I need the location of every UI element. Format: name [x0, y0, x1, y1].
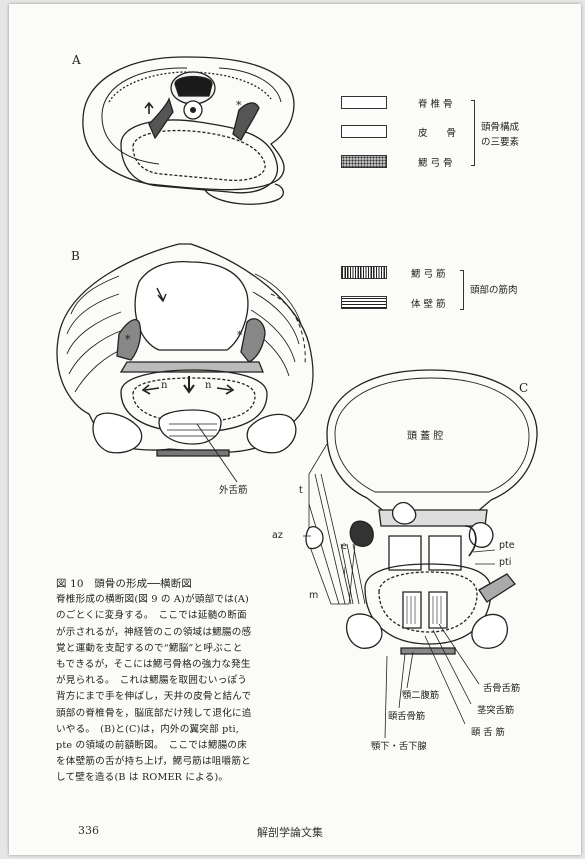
figure-a-gut-outer	[121, 120, 277, 193]
caption-line: のごとくに変身する。 ここでは延髄の断面	[56, 608, 314, 624]
caption-line: pte の領域の前額断図。 ここでは鰓腸の床	[56, 738, 314, 754]
figure-c-label-pte: pte	[499, 541, 515, 551]
legend-muscle-group: 頭部の筋肉	[470, 286, 518, 296]
caption-line: 背方にまで手を伸ばし，天井の皮骨と結んで	[56, 689, 314, 705]
figure-c-label-hyoglossus: 舌骨舌筋	[483, 684, 520, 693]
caption-title: 図 10 頭骨の形成──横断図	[56, 576, 314, 592]
figure-a-drawing	[83, 57, 294, 204]
figure-b-tongue	[159, 410, 221, 444]
figure-c-base-plate	[393, 503, 416, 524]
figure-a-arrow	[145, 103, 153, 114]
panel-label-c: C	[519, 382, 528, 394]
figure-a-star: *	[236, 100, 242, 111]
caption-line: 頭部の脊椎骨を，脳底部だけ残して退化に追	[56, 706, 314, 722]
figure-b-star-left: *	[125, 334, 131, 345]
figure-c-label-t: t	[299, 486, 303, 496]
legend-muscle-bracket	[460, 270, 464, 310]
figure-b-label-external-tongue: 外舌筋	[219, 486, 248, 496]
figure-b-jaw-left	[93, 413, 142, 453]
figure-c-pterygoid-left	[350, 521, 373, 546]
caption-line: いやる。 (B)と(C)は，内外の翼突部 pti,	[56, 722, 314, 738]
caption-line: 脊椎形成の横断図(図 9 の A)が頭部では(A)	[56, 592, 314, 608]
figure-b-arrow-left	[143, 385, 159, 394]
figure-b-arrow-right	[217, 385, 233, 394]
caption-line: もできるが，そこには鰓弓骨格の強力な発生	[56, 657, 314, 673]
figure-b-label-n-left: n	[161, 381, 167, 391]
figure-a-notochord-core	[191, 108, 196, 113]
legend-swatch-dermal	[341, 125, 387, 138]
legend-skeleton-group-line1: 頭骨構成	[481, 123, 519, 133]
figure-b-drawing	[57, 244, 313, 482]
legend-item-vertebral: 脊 椎 骨	[418, 100, 453, 110]
caption-line: して壁を造る(B は ROMER による)。	[56, 770, 314, 786]
book-page: A B C * 脊 椎 骨 皮 骨 鰓 弓 骨 頭骨構成 の三要素 鰓 弓 筋 …	[9, 4, 581, 855]
legend-swatch-body-wall	[341, 296, 387, 309]
legend-item-body-wall: 体 壁 筋	[411, 300, 446, 310]
figure-caption: 図 10 頭骨の形成──横断図 脊椎形成の横断図(図 9 の A)が頭部では(A…	[56, 576, 314, 787]
caption-line: が見られる。 これは鰓腸を取囲むいっぽう	[56, 673, 314, 689]
figure-c-label-e: e	[341, 542, 347, 552]
figure-b-jaw-right	[247, 414, 296, 452]
figure-c-label-genioglossus: 頤 舌 筋	[471, 728, 505, 737]
legend-skeleton-group-line2: の三要素	[481, 138, 519, 148]
figure-c-label-cranial-cavity: 頭 蓋 腔	[407, 432, 443, 442]
figure-c-label-i: i	[343, 568, 346, 578]
figure-c-label-digastric: 顎二腹筋	[402, 691, 439, 700]
figure-c-label-az: az	[272, 531, 283, 541]
figure-c-muscle-right	[479, 574, 515, 602]
figure-a-gut-inner	[133, 131, 265, 181]
figure-c-label-geniohyoid: 頤舌骨筋	[388, 712, 425, 721]
caption-line: 覚と運動を支配するので“鰓脳”と呼ぶこと	[56, 641, 314, 657]
figure-c-jaw-left	[347, 614, 382, 648]
figure-a-arch-left	[149, 99, 173, 138]
figure-c-tongue-right	[429, 592, 447, 628]
panel-label-a: A	[72, 54, 81, 66]
figure-b-label-n-right: n	[205, 381, 211, 391]
figure-b-star-right: *	[237, 330, 243, 341]
figure-b-dashed-right	[271, 294, 305, 364]
figure-c-hyoid-strip	[401, 648, 455, 654]
figure-c-pterygoid-right	[469, 523, 493, 548]
figure-c-label-submandibular: 顎下・舌下腺	[371, 742, 427, 751]
running-footer-title: 解剖学論文集	[257, 824, 323, 840]
caption-line: が示されるが，神経管のこの領域は鰓腸の感	[56, 625, 314, 641]
figure-c-tongue-left	[403, 592, 421, 628]
figure-c-label-pti: pti	[499, 558, 511, 568]
legend-swatch-vertebral	[341, 96, 387, 109]
legend-item-branchial-muscle: 鰓 弓 筋	[411, 270, 446, 280]
figure-b-muscle-left	[67, 276, 125, 392]
legend-item-branchial-bone: 鰓 弓 骨	[418, 159, 453, 169]
legend-skeleton-bracket	[471, 100, 475, 166]
figure-c-cheek-left	[306, 527, 323, 549]
figure-c-label-styloglossus: 茎突舌筋	[477, 706, 514, 715]
legend-swatch-branchial-muscle	[341, 266, 387, 279]
figure-a-lower-lobe	[205, 184, 283, 204]
page-number: 336	[78, 824, 99, 837]
legend-item-dermal: 皮 骨	[418, 129, 456, 139]
legend-swatch-branchial-bone	[341, 155, 387, 168]
figure-a-spinal-dark	[175, 77, 212, 97]
figure-c-mouth-inner	[379, 572, 477, 632]
figure-c-jaw-right	[472, 614, 507, 648]
figure-b-cranial-dome	[135, 262, 248, 350]
caption-line: を体壁筋の舌が持ち上げ，鰓弓筋は咀嚼筋と	[56, 754, 314, 770]
panel-label-b: B	[71, 250, 80, 262]
